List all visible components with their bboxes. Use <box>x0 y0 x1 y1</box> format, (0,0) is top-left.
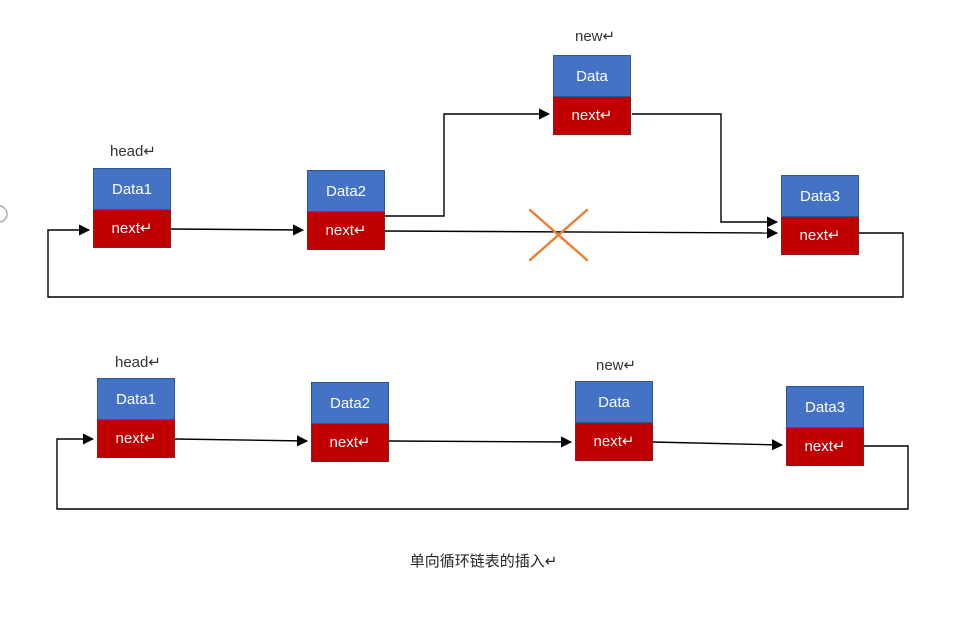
node-new-bottom: Data next↵ <box>575 381 653 461</box>
new-label-top: new↵ <box>575 28 616 45</box>
circular-return-top <box>47 224 904 298</box>
cross-out-mark-line2 <box>528 208 589 262</box>
head-label-bottom: head↵ <box>115 354 161 371</box>
node-data3-bottom: Data3 next↵ <box>786 386 864 466</box>
node-next-box: next↵ <box>781 217 859 255</box>
circular-return-bottom <box>56 433 909 510</box>
node-data1-top: Data1 next↵ <box>93 168 171 248</box>
node-next-box: next↵ <box>93 210 171 248</box>
head-label-top: head↵ <box>110 143 156 160</box>
node-data-box: Data2 <box>307 170 385 212</box>
arrow-top-new-to-data3 <box>632 113 779 228</box>
diagram-caption: 单向循环链表的插入↵ <box>409 553 558 570</box>
node-next-box: next↵ <box>575 423 653 461</box>
crossed-link-data2-to-data3 <box>384 227 779 239</box>
node-data1-bottom: Data1 next↵ <box>97 378 175 458</box>
node-data-box: Data <box>575 381 653 423</box>
arrow-top-data2-to-new <box>385 108 551 217</box>
arrow-top-data1-to-data2 <box>170 224 305 236</box>
edge-handle-circle <box>0 205 8 223</box>
node-new-top: Data next↵ <box>553 55 631 135</box>
arrow-bottom-data1-to-data2 <box>174 435 309 447</box>
node-next-box: next↵ <box>786 428 864 466</box>
node-data2-top: Data2 next↵ <box>307 170 385 250</box>
node-data-box: Data1 <box>93 168 171 210</box>
arrow-bottom-new-to-data3 <box>652 439 784 451</box>
node-data3-top: Data3 next↵ <box>781 175 859 255</box>
new-label-bottom: new↵ <box>596 357 637 374</box>
node-next-box: next↵ <box>553 97 631 135</box>
node-data-box: Data1 <box>97 378 175 420</box>
node-data-box: Data2 <box>311 382 389 424</box>
arrow-bottom-data2-to-new <box>388 436 573 448</box>
node-next-box: next↵ <box>307 212 385 250</box>
node-data-box: Data <box>553 55 631 97</box>
node-data-box: Data3 <box>786 386 864 428</box>
node-data-box: Data3 <box>781 175 859 217</box>
node-next-box: next↵ <box>97 420 175 458</box>
node-next-box: next↵ <box>311 424 389 462</box>
node-data2-bottom: Data2 next↵ <box>311 382 389 462</box>
